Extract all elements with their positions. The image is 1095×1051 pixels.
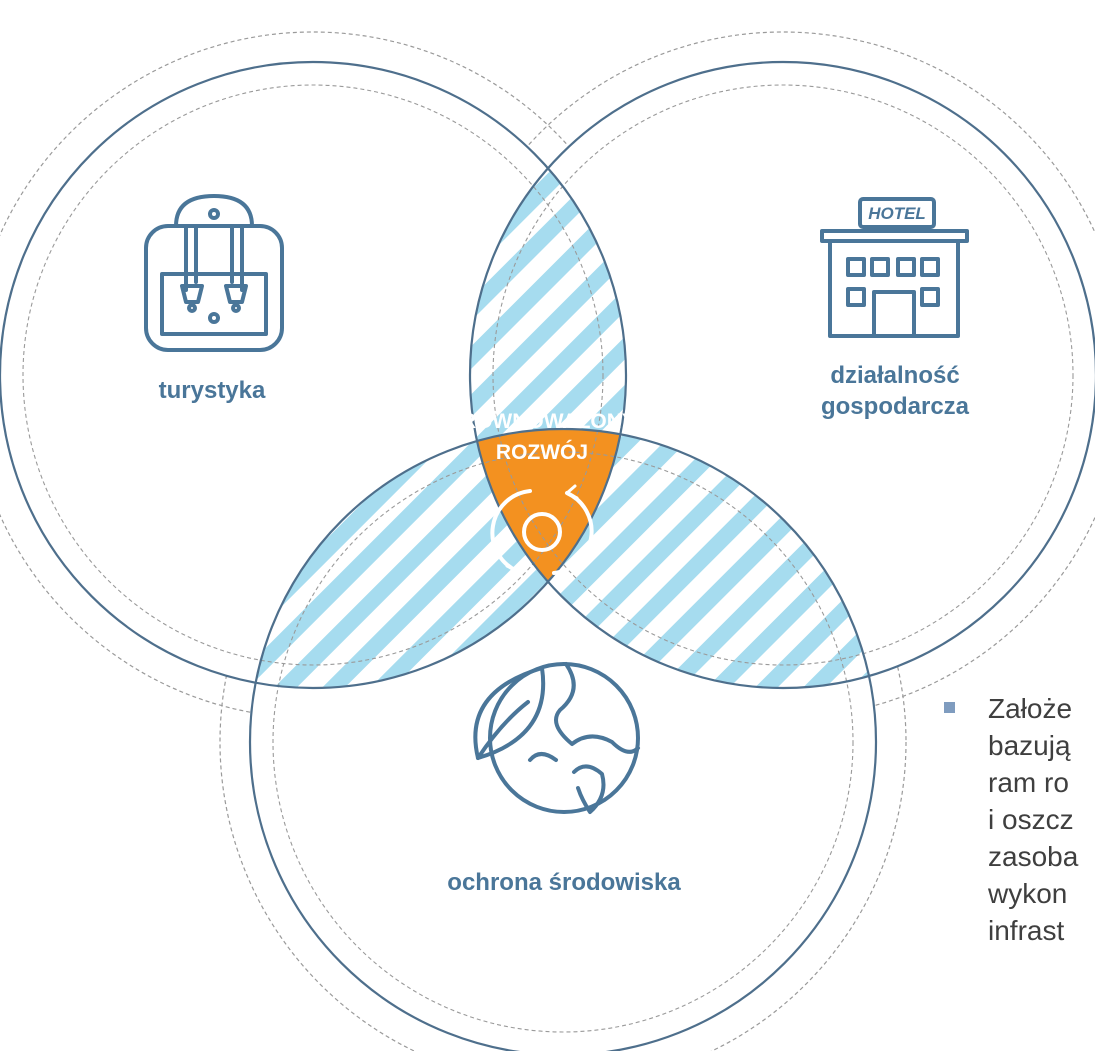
overlap-tourism-environment [250,429,626,688]
overlap-business-environment [470,429,876,688]
inner-dashed-ring-tourism [22,84,604,666]
side-text-line: ram ro [988,767,1069,798]
side-text-line: bazują [988,730,1071,761]
center-label-line1: ZRÓWNOWAŻONY [448,409,636,433]
circle-environment [248,427,878,1051]
outer-dashed-ring-environment [219,398,907,1051]
cycle-arrows-icon [490,484,594,580]
inner-dashed-ring-environment [272,451,854,1033]
label-environment: ochrona środowiska [447,869,681,896]
hotel-icon [820,197,969,338]
bullet-lines: Założe bazują ram ro i oszcz zasoba wykon infr… [988,690,1078,949]
side-text-line: zasoba [988,841,1079,872]
label-business-line2: gospodarcza [821,393,970,420]
side-text-line: i oszcz [988,804,1074,835]
center-label-line2: ROZWÓJ [496,440,588,464]
bullet-marker [944,702,955,713]
side-text-line: Założe [988,693,1073,724]
circle-business [468,60,1095,690]
backpack-icon [144,194,284,352]
leaf-globe-icon [473,662,640,814]
side-text-line: infrast [988,915,1065,946]
side-text-line: wykon [988,878,1068,909]
label-business-line1: działalność [830,362,959,389]
label-tourism: turystyka [159,377,266,404]
inner-dashed-ring-business [492,84,1074,666]
circle-tourism [0,60,628,690]
hotel-sign-text: HOTEL [868,204,926,223]
